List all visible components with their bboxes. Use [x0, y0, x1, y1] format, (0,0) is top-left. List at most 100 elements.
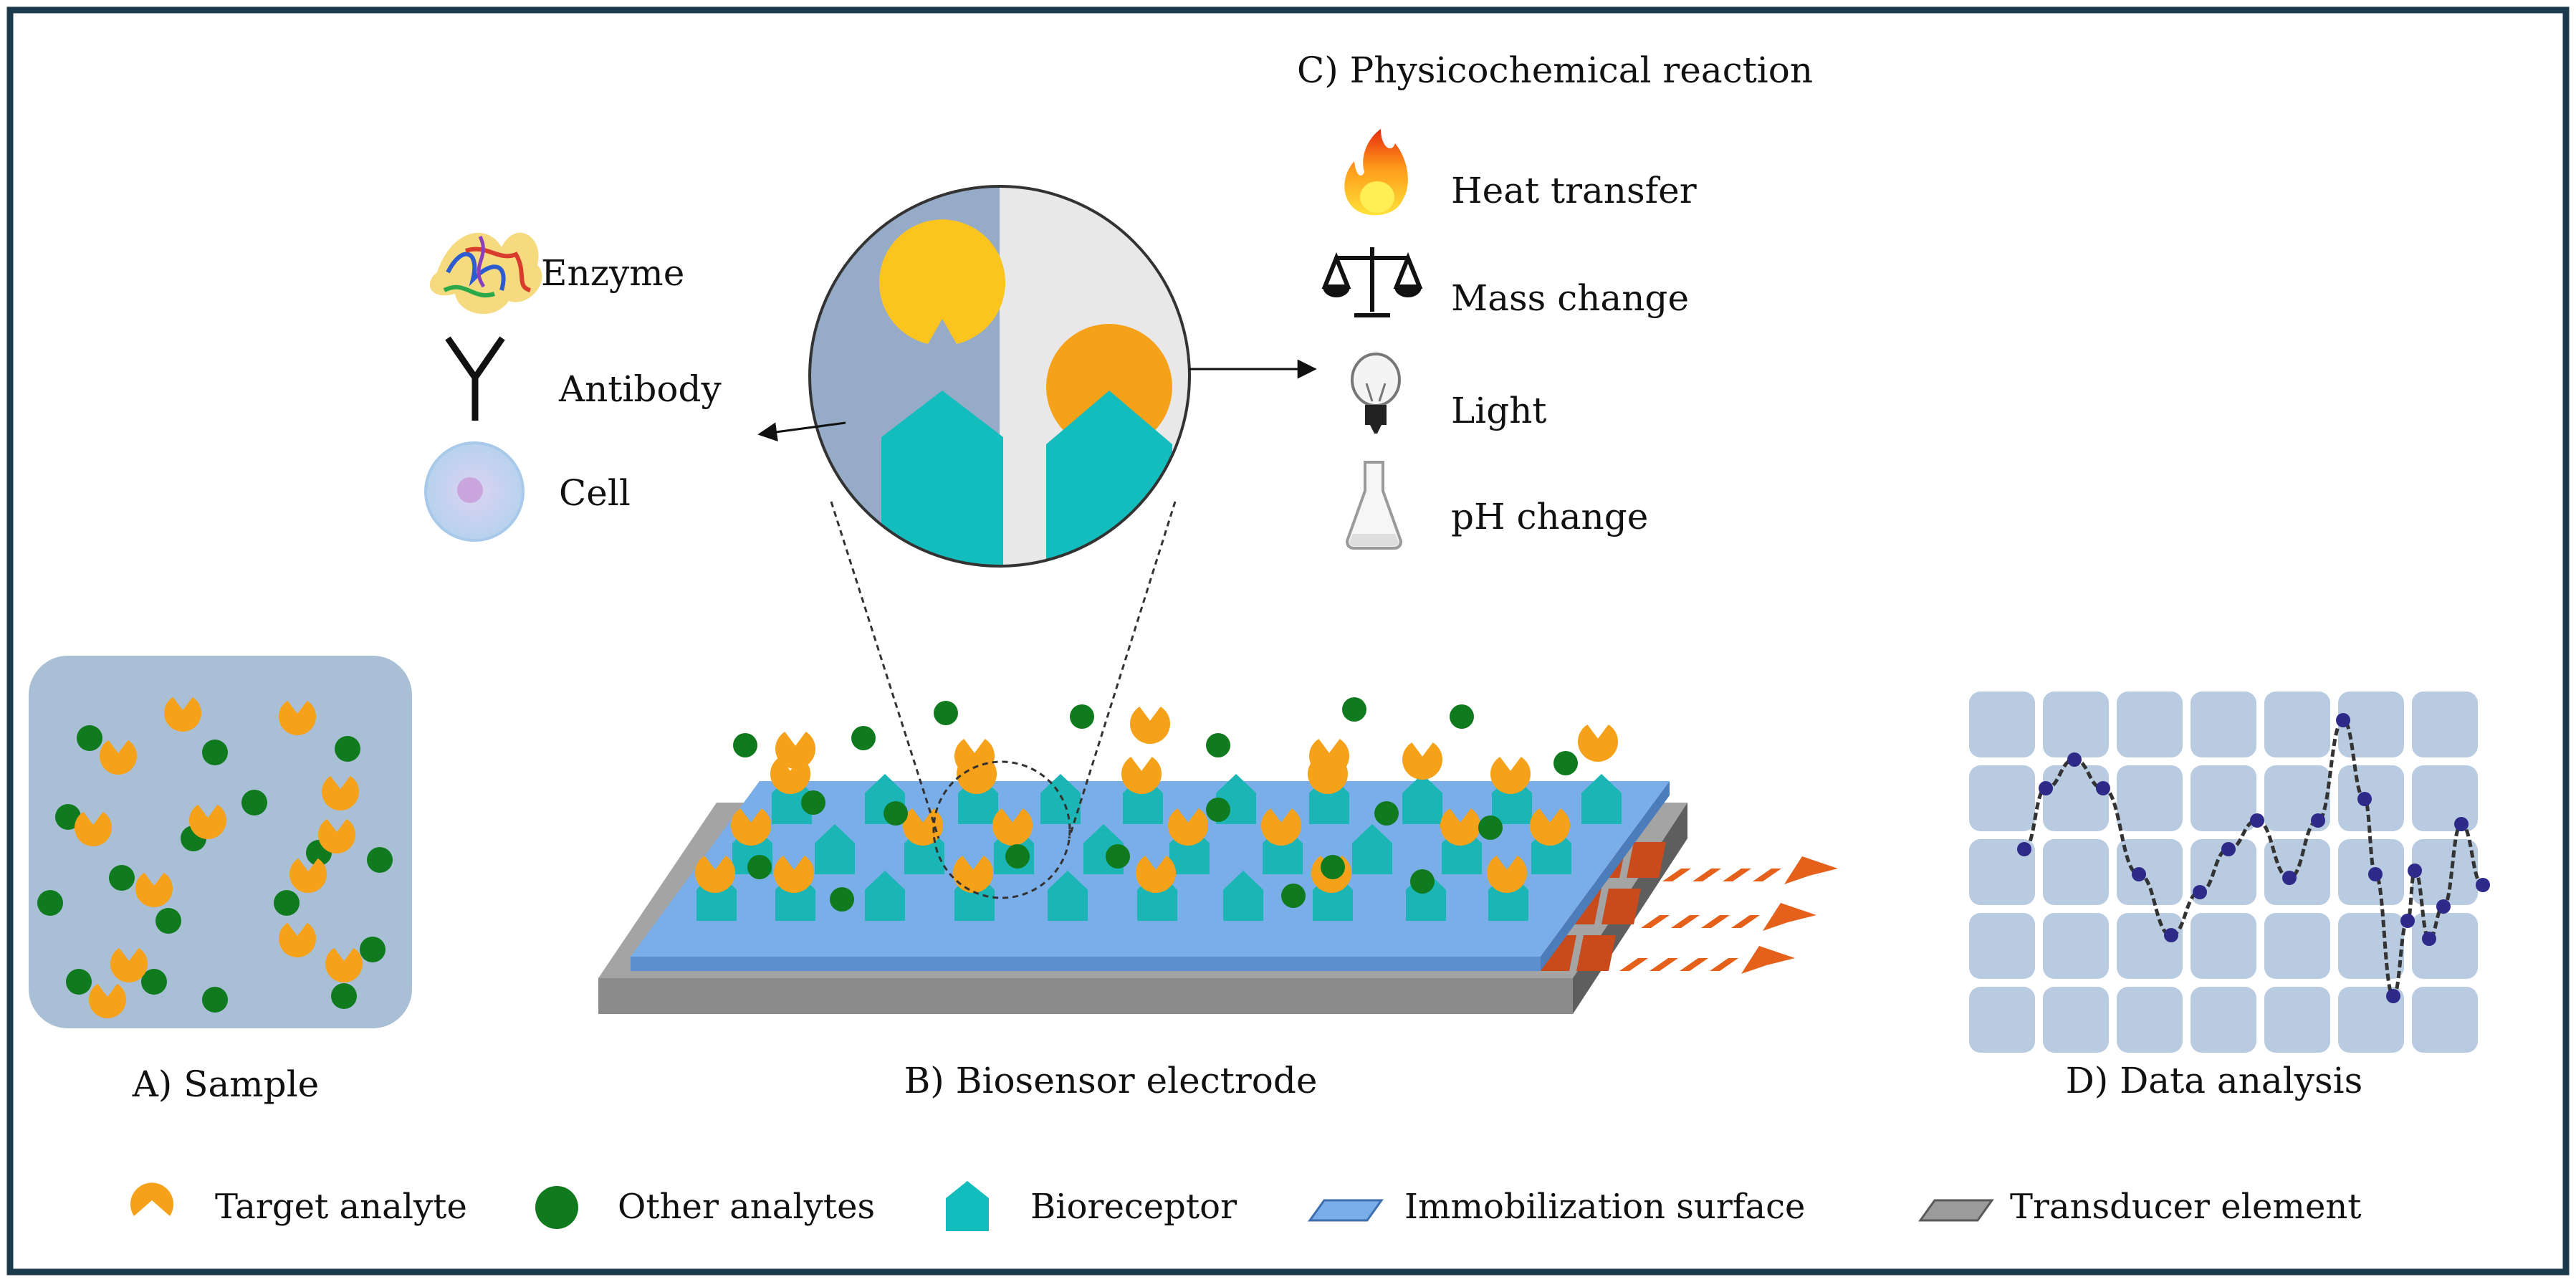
- bioreceptor: [865, 871, 905, 921]
- signal-arrow-dash: [1701, 915, 1730, 928]
- legend-label: Immobilization surface: [1404, 1187, 1805, 1227]
- other-analyte: [1281, 884, 1306, 908]
- other-analyte: [733, 733, 757, 757]
- grid-cell: [2117, 692, 2183, 757]
- target-analyte: [1130, 707, 1171, 744]
- signal-arrow-dash: [1619, 958, 1648, 971]
- flask-icon: [1345, 461, 1403, 550]
- other-analyte: [1342, 697, 1366, 722]
- grid-cell: [2190, 987, 2256, 1053]
- other-analyte: [331, 983, 357, 1009]
- grid-cell: [2190, 913, 2256, 979]
- grid-cell: [1969, 913, 2035, 979]
- signal-point: [2336, 713, 2350, 727]
- grid-cell: [2190, 839, 2256, 905]
- other-analyte: [1321, 855, 1345, 879]
- arrow-to-bioreceptor-types: [757, 421, 846, 442]
- target-analyte: [695, 856, 736, 893]
- signal-point: [2422, 932, 2436, 946]
- signal-point: [2017, 842, 2031, 856]
- target-analyte: [1529, 808, 1570, 846]
- bioreceptor: [1581, 774, 1622, 824]
- bioreceptor: [1040, 774, 1081, 824]
- signal-point: [2454, 817, 2469, 831]
- zoom-line-left: [830, 501, 940, 839]
- other-analyte-icon: [535, 1186, 578, 1229]
- other-analyte: [1478, 815, 1503, 840]
- target-analyte: [731, 808, 772, 846]
- sample-particles: [37, 697, 393, 1019]
- target-analyte: [1402, 742, 1442, 780]
- target-analyte-icon: [130, 1182, 173, 1216]
- other-analyte: [1410, 869, 1435, 894]
- signal-arrow-dash: [1692, 869, 1721, 881]
- bioreceptor: [815, 824, 855, 874]
- signal-point: [2132, 867, 2146, 881]
- bioreceptor-type-label: Cell: [559, 472, 631, 514]
- grid-cell: [2264, 692, 2330, 757]
- grid-cell: [2264, 913, 2330, 979]
- target-analyte: [318, 818, 355, 853]
- other-analyte: [1374, 801, 1399, 826]
- target-analyte: [1121, 757, 1162, 794]
- grid-cell: [1969, 987, 2035, 1053]
- signal-point: [2164, 928, 2178, 942]
- target-analyte: [1440, 808, 1480, 846]
- signal-curve: [2023, 718, 2484, 998]
- immobilization-surface-front: [631, 957, 1541, 971]
- target-analyte: [1309, 739, 1349, 776]
- grid-cell: [1969, 839, 2035, 905]
- signal-point: [2039, 781, 2053, 795]
- signal-arrow-dash: [1731, 915, 1760, 928]
- light-bulb-icon: [1351, 353, 1401, 434]
- reaction-label: Heat transfer: [1451, 170, 1697, 211]
- grid-cell: [2117, 987, 2183, 1053]
- grid-cell: [2412, 987, 2478, 1053]
- legend-label: Other analytes: [618, 1187, 875, 1227]
- grid-cell: [1969, 692, 2035, 757]
- grid-cell: [2412, 913, 2478, 979]
- target-analyte: [322, 775, 359, 810]
- target-analyte: [1490, 757, 1531, 794]
- bioreceptor-icon: [946, 1181, 989, 1231]
- target-analyte: [164, 697, 201, 732]
- signal-point: [2408, 864, 2422, 878]
- grid-cell: [2043, 839, 2109, 905]
- grid-cell: [2264, 987, 2330, 1053]
- target-analyte: [89, 983, 126, 1019]
- bioreceptor: [1352, 824, 1392, 874]
- reaction-label: Light: [1451, 390, 1547, 431]
- other-analyte: [1553, 751, 1578, 775]
- grid-cell: [1969, 765, 2035, 831]
- legend: Target analyte Other analytes Biorecepto…: [130, 1181, 2362, 1231]
- signal-arrow-dash: [1671, 915, 1700, 928]
- other-analyte: [1005, 844, 1030, 869]
- other-analyte: [367, 847, 393, 873]
- target-analyte: [953, 856, 993, 893]
- target-analyte: [775, 732, 815, 769]
- bioreceptor-type-label: Antibody: [558, 368, 722, 410]
- sample-label: A) Sample: [132, 1063, 320, 1105]
- target-analyte: [279, 922, 316, 957]
- grid-cell: [2338, 692, 2404, 757]
- signal-point: [2096, 781, 2110, 795]
- antibody-icon: [445, 336, 505, 421]
- other-analyte: [202, 987, 228, 1013]
- signal-point: [2476, 878, 2490, 892]
- signal-arrow-dash: [1649, 958, 1678, 971]
- data-analysis-grid: [1969, 692, 2478, 1053]
- target-analyte: [325, 947, 363, 982]
- other-analyte: [141, 969, 167, 995]
- other-analyte: [241, 790, 267, 815]
- reaction-label: pH change: [1451, 496, 1648, 537]
- target-analyte: [954, 739, 995, 776]
- immobilization-surface-icon: [1308, 1199, 1384, 1222]
- grid-cell: [2190, 765, 2256, 831]
- other-analyte: [155, 908, 181, 934]
- zoom-line-right: [1068, 501, 1177, 839]
- target-analyte: [774, 856, 814, 893]
- other-analyte: [109, 865, 135, 891]
- other-analyte: [801, 790, 825, 815]
- legend-label: Target analyte: [215, 1187, 467, 1227]
